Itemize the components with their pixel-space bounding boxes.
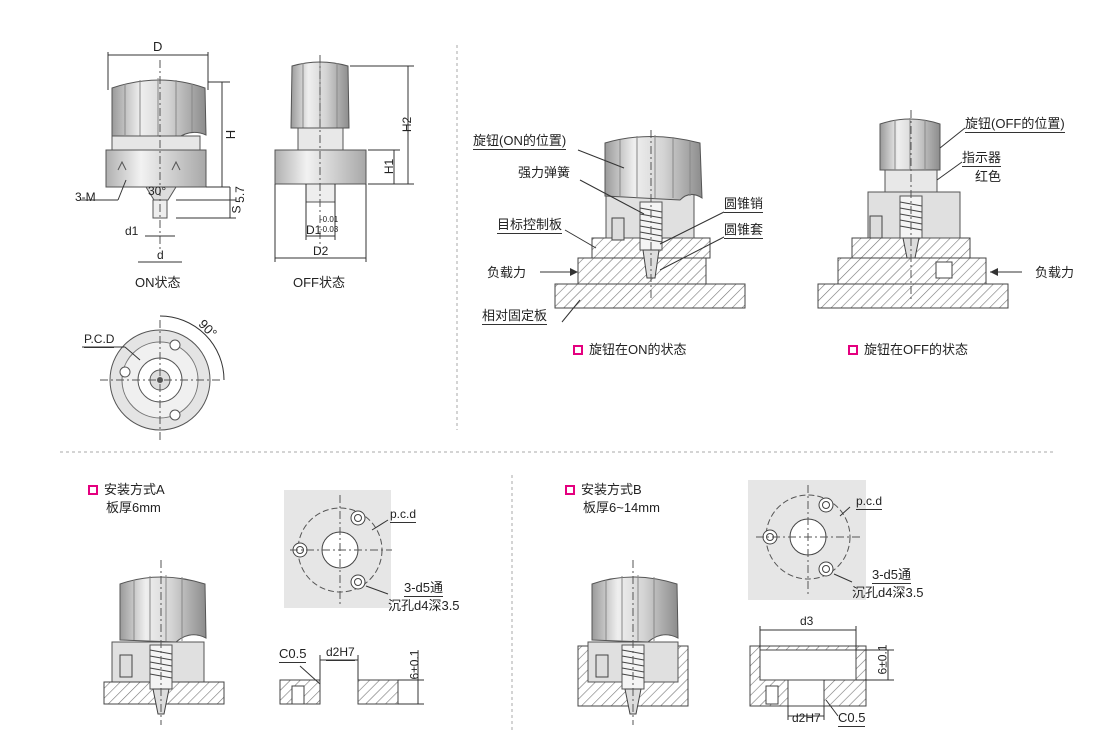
dim-s: S [229, 205, 244, 214]
bullet-square-icon [573, 345, 583, 355]
dim-30-degree: 30° [148, 184, 167, 198]
caption-off-state: OFF状态 [293, 275, 345, 290]
mount-a-counterbore: 沉孔d4深3.5 [388, 598, 460, 613]
caption-knob-on-text: 旋钮在ON的状态 [589, 342, 687, 357]
mount-a-title-text: 安装方式A [104, 482, 165, 497]
on-state-section [540, 130, 746, 323]
mount-b-d2h7: d2H7 [792, 711, 821, 725]
mount-a-c05: C0.5 [279, 646, 307, 663]
dim-d2: D2 [313, 244, 329, 258]
mount-b-depth: 6±0.1 [875, 644, 890, 675]
mount-b-drawing [577, 480, 894, 725]
label-knob-on: 旋钮(ON的位置) [473, 133, 567, 150]
label-load-off: 负载力 [1035, 265, 1075, 280]
dim-d-small: d [157, 248, 164, 262]
bullet-square-icon [88, 485, 98, 495]
on-state-side-view [80, 52, 236, 263]
mount-a-pcd: p.c.d [390, 507, 417, 523]
mount-a-depth: 6±0.1 [407, 649, 422, 680]
mount-b-holes: 3-d5通 [872, 567, 912, 584]
mount-b-counterbore: 沉孔d4深3.5 [852, 585, 924, 600]
dim-d1-tolerance-upper: -0.01 [320, 215, 339, 224]
dim-h1: H1 [382, 158, 397, 175]
label-spring: 强力弹簧 [518, 165, 571, 180]
dim-5-7: 5.7 [232, 186, 247, 203]
dim-d1-small: d1 [125, 224, 139, 238]
off-state-side-view [274, 55, 414, 262]
label-red: 红色 [975, 169, 1002, 184]
dim-d-outer: D [153, 39, 163, 54]
caption-knob-off-text: 旋钮在OFF的状态 [864, 342, 968, 357]
label-cone-pin: 圆锥销 [724, 196, 764, 213]
bullet-square-icon [565, 485, 575, 495]
top-view [82, 315, 225, 440]
label-knob-off: 旋钮(OFF的位置) [965, 116, 1065, 133]
mount-a-d2h7: d2H7 [326, 645, 355, 661]
bullet-square-icon [848, 345, 858, 355]
mount-b-title: 安装方式B [565, 482, 642, 498]
dim-d1-tolerance-lower: -0.03 [320, 225, 339, 234]
mount-b-pcd: p.c.d [856, 494, 883, 510]
dim-3-m: 3-M [75, 190, 96, 204]
mount-a-title: 安装方式A [88, 482, 165, 498]
off-state-section [817, 110, 1022, 309]
label-indicator: 指示器 [962, 150, 1002, 167]
mount-a-holes: 3-d5通 [404, 580, 444, 597]
label-target-plate: 目标控制板 [497, 217, 563, 234]
dim-pcd: P.C.D [84, 332, 115, 348]
caption-knob-on: 旋钮在ON的状态 [573, 342, 687, 358]
dim-d1: D1 [306, 223, 322, 237]
dim-h: H [223, 129, 239, 140]
label-fixed-plate: 相对固定板 [482, 308, 548, 325]
caption-on-state: ON状态 [135, 275, 181, 290]
mount-b-subtitle: 板厚6~14mm [583, 500, 660, 515]
mount-a-drawing [103, 490, 424, 725]
mount-b-d3: d3 [800, 614, 814, 628]
caption-knob-off: 旋钮在OFF的状态 [848, 342, 968, 358]
label-cone-sleeve: 圆锥套 [724, 222, 764, 239]
mount-b-c05: C0.5 [838, 710, 866, 727]
label-load-on: 负载力 [487, 265, 527, 280]
mount-a-subtitle: 板厚6mm [106, 500, 161, 515]
dim-h2: H2 [400, 116, 415, 133]
mount-b-title-text: 安装方式B [581, 482, 642, 497]
